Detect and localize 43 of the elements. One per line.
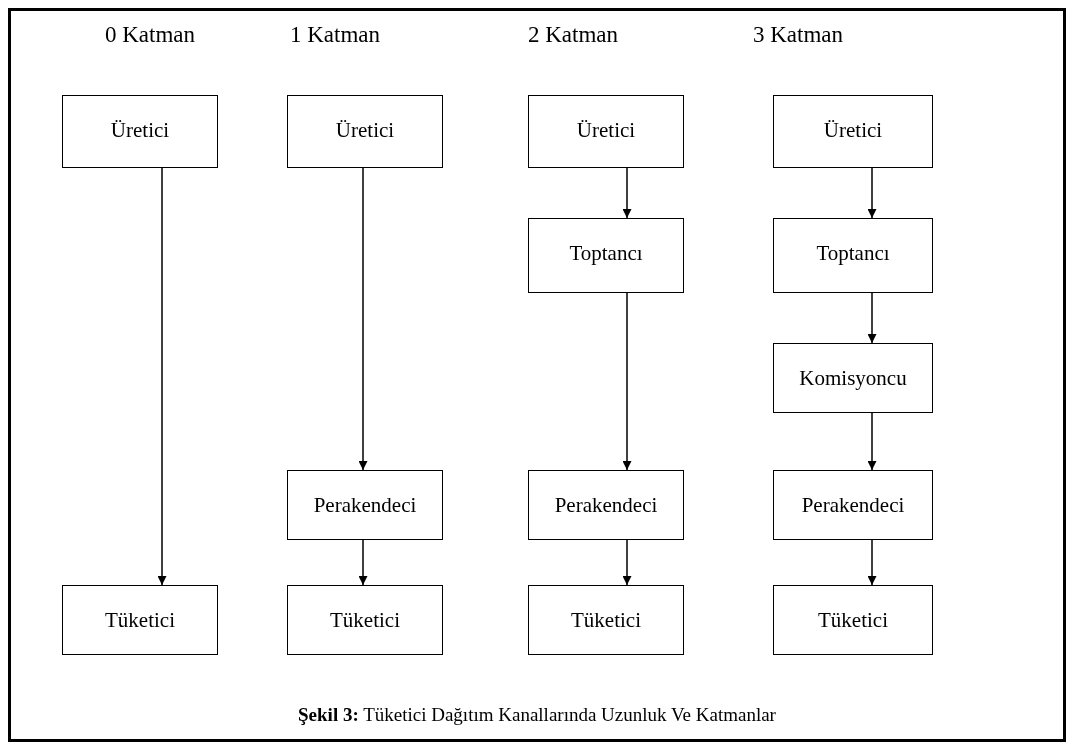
process-box <box>528 95 684 168</box>
arrow <box>622 167 632 219</box>
process-box <box>62 585 218 655</box>
box-label: Perakendeci <box>312 493 418 518</box>
process-box <box>773 470 933 540</box>
box-label: Tüketici <box>329 608 401 633</box>
box-label: Üretici <box>334 118 396 143</box>
column-heading: 2 Katman <box>528 22 619 48</box>
column-heading: 3 Katman <box>753 22 844 48</box>
box-label: Tüketici <box>570 608 642 633</box>
box-label: Tüketici <box>104 608 176 633</box>
box-label: Üretici <box>822 118 884 143</box>
arrow <box>622 539 632 586</box>
box-label: Üretici <box>575 118 637 143</box>
figure-caption: Şekil 3: Tüketici Dağıtım Kanallarında Uzunluk Ve Katmanlar <box>298 704 776 725</box>
box-label: Üretici <box>109 118 171 143</box>
process-box <box>773 95 933 168</box>
arrow <box>358 167 368 471</box>
process-box <box>528 470 684 540</box>
process-box <box>287 585 443 655</box>
process-box <box>287 470 443 540</box>
process-box <box>773 218 933 293</box>
column-heading: 0 Katman <box>105 22 196 48</box>
arrow <box>867 292 877 344</box>
box-label: Toptancı <box>815 241 891 266</box>
process-box <box>528 585 684 655</box>
process-box <box>773 343 933 413</box>
arrow <box>157 167 167 586</box>
box-label: Tüketici <box>817 608 889 633</box>
process-box <box>62 95 218 168</box>
box-label: Perakendeci <box>800 493 906 518</box>
arrow <box>867 412 877 471</box>
arrow <box>867 539 877 586</box>
process-box <box>287 95 443 168</box>
arrow <box>622 292 632 471</box>
box-label: Perakendeci <box>553 493 659 518</box>
column-heading: 1 Katman <box>290 22 381 48</box>
process-box <box>528 218 684 293</box>
box-label: Komisyoncu <box>798 366 908 391</box>
arrow <box>867 167 877 219</box>
arrow <box>358 539 368 586</box>
process-box <box>773 585 933 655</box>
box-label: Toptancı <box>568 241 644 266</box>
